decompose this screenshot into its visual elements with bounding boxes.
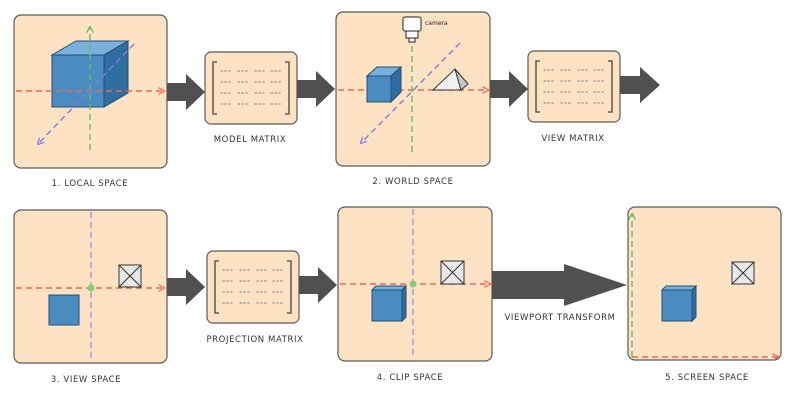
model-matrix-label: MODEL MATRIX: [214, 135, 287, 145]
model-matrix: MODEL MATRIX: [204, 51, 298, 145]
local-space-label: 1. LOCAL SPACE: [52, 179, 128, 189]
pyramid-icon: [731, 261, 755, 285]
pyramid-icon: [431, 68, 469, 91]
pyramid-icon: [440, 260, 465, 285]
screen-space-panel: 5. SCREEN SPACE: [627, 206, 782, 383]
projection-matrix-label: PROJECTION MATRIX: [206, 335, 303, 345]
z-axis: [38, 43, 135, 144]
screen-space-label: 5. SCREEN SPACE: [665, 373, 749, 383]
cube-icon: [50, 40, 130, 108]
arrow-right-icon: [167, 269, 205, 305]
clip-space-label: 4. CLIP SPACE: [377, 373, 444, 383]
arrow-right-icon: [297, 71, 335, 107]
view-matrix: VIEW MATRIX: [527, 50, 621, 144]
arrow-right-icon: [620, 67, 660, 103]
local-space-panel: 1. LOCAL SPACE: [13, 14, 168, 189]
view-matrix-label: VIEW MATRIX: [541, 134, 604, 144]
clip-space-panel: 4. CLIP SPACE: [337, 206, 493, 383]
cube-icon: [48, 294, 80, 326]
origin-dot: [409, 280, 417, 288]
cube-icon: [370, 284, 408, 323]
projection-matrix: PROJECTION MATRIX: [206, 250, 303, 345]
arrow-right-icon: [167, 74, 205, 110]
arrow-right-icon: [492, 264, 627, 306]
arrow-right-icon: [490, 71, 528, 107]
arrow-right-icon: [299, 267, 337, 303]
view-space-label: 3. VIEW SPACE: [51, 375, 121, 385]
world-space-label: 2. WORLD SPACE: [372, 177, 453, 187]
camera-label: camera: [425, 20, 448, 27]
cube-icon: [660, 284, 698, 323]
z-axis: [361, 42, 461, 143]
origin-dot: [87, 284, 95, 292]
pyramid-icon: [118, 264, 142, 288]
cube-icon: [365, 65, 403, 104]
view-space-panel: 3. VIEW SPACE: [13, 209, 168, 385]
viewport-transform-label: VIEWPORT TRANSFORM: [504, 313, 615, 323]
camera-icon: [402, 16, 422, 43]
world-space-panel: camera 2. WORLD SPACE: [335, 11, 491, 187]
